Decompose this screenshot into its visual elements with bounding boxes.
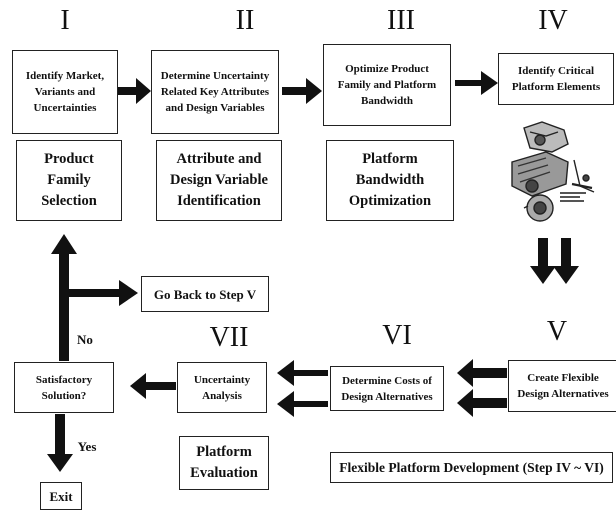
step-numeral-ii: II: [235, 5, 255, 36]
flexible-platform-box: Flexible Platform Development (Step IV ~…: [330, 452, 613, 483]
arrow-vi-to-vii-bottom-icon: [277, 391, 328, 417]
step-ii-box: Determine Uncertainty Related Key Attrib…: [151, 50, 279, 134]
arrow-down-left-icon: [530, 238, 556, 284]
bandwidth-optimization-box: Platform Bandwidth Optimization: [326, 140, 454, 221]
exit-box: Exit: [40, 482, 82, 510]
arrow-v-to-vi-top-icon: [457, 359, 507, 387]
step-numeral-iii: III: [387, 5, 415, 36]
arrow-i-to-ii-icon: [118, 78, 151, 104]
platform-evaluation-box: Platform Evaluation: [179, 436, 269, 490]
go-back-box: Go Back to Step V: [141, 276, 269, 312]
no-label: No: [77, 331, 93, 347]
arrow-vii-to-decision-icon: [130, 373, 176, 399]
product-family-selection-box: Product Family Selection: [16, 140, 122, 221]
step-v-box: Create Flexible Design Alternatives: [508, 360, 616, 412]
step-iii-box: Optimize Product Family and Platform Ban…: [323, 44, 451, 126]
step-vi-box: Determine Costs of Design Alternatives: [330, 366, 444, 411]
decision-box: Satisfactory Solution?: [14, 362, 114, 413]
arrow-vi-to-vii-top-icon: [277, 360, 328, 386]
yes-label: Yes: [77, 438, 97, 454]
step-iv-box: Identify Critical Platform Elements: [498, 53, 614, 105]
attribute-identification-box: Attribute and Design Variable Identifica…: [156, 140, 282, 221]
arrow-ii-to-iii-icon: [282, 78, 322, 104]
step-vii-box: Uncertainty Analysis: [177, 362, 267, 413]
step-numeral-i: I: [60, 5, 70, 36]
arrow-to-go-back-icon: [69, 280, 138, 306]
step-i-box: Identify Market, Variants and Uncertaint…: [12, 50, 118, 134]
step-numeral-vi: VI: [382, 320, 412, 351]
step-numeral-vii: VII: [209, 322, 249, 353]
arrow-v-to-vi-bottom-icon: [457, 389, 507, 417]
arrow-down-right-icon: [553, 238, 579, 284]
arrow-iii-to-iv-icon: [455, 71, 498, 95]
step-numeral-v: V: [546, 316, 568, 347]
step-numeral-iv: IV: [538, 5, 568, 36]
